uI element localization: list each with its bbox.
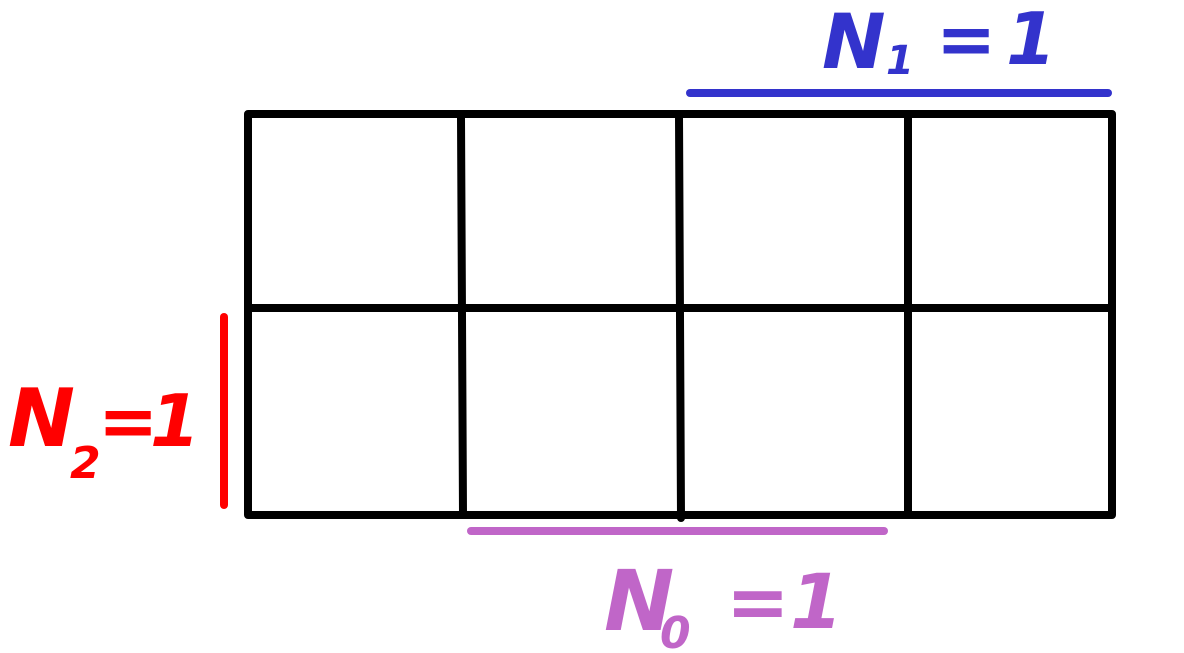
n0-label: N 0 = 1 — [604, 552, 843, 653]
grid-column-divider-2 — [675, 112, 685, 522]
n1-equals: = — [936, 0, 996, 81]
n2-subscript: 2 — [70, 438, 101, 489]
n0-value: 1 — [790, 557, 843, 646]
n1-value: 1 — [1006, 0, 1056, 81]
n2-annotation: N 2 = 1 — [8, 313, 228, 509]
n0-letter: N — [604, 552, 674, 650]
n1-annotation: N 1 = 1 — [686, 0, 1112, 97]
n0-annotation: N 0 = 1 — [467, 527, 888, 653]
n0-subscript: 0 — [660, 608, 691, 653]
n0-equals: = — [726, 557, 790, 646]
n1-label: N 1 = 1 — [822, 0, 1056, 86]
grid-column-divider-1 — [457, 114, 467, 519]
n2-value: 1 — [150, 379, 200, 463]
n1-subscript: 1 — [886, 38, 914, 84]
grid — [244, 110, 1116, 522]
n2-letter: N — [8, 372, 75, 465]
n2-label: N 2 = 1 — [8, 372, 200, 489]
n1-letter: N — [822, 0, 886, 86]
n2-equals: = — [98, 379, 158, 463]
